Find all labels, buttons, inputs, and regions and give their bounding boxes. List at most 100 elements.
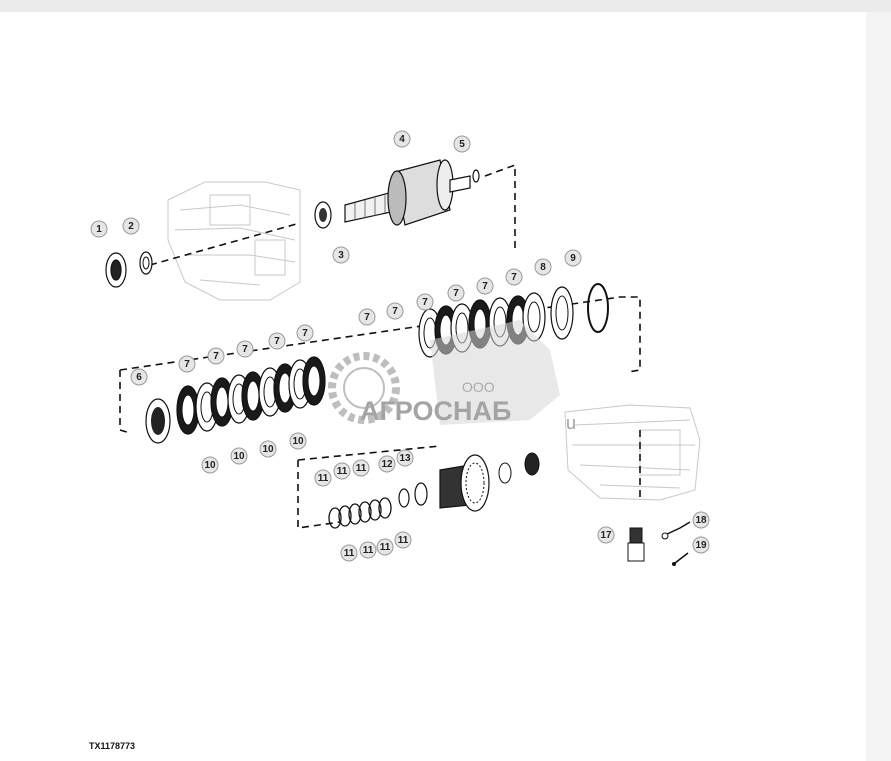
harness-clip-part [661, 521, 691, 540]
callout-11: 11 [394, 531, 412, 549]
callout-10: 10 [201, 456, 219, 474]
clutch-disk-bore [215, 386, 229, 418]
svg-text:13: 13 [399, 453, 411, 464]
spring-coil [358, 501, 372, 523]
spring-coil [328, 507, 342, 529]
svg-text:3: 3 [338, 250, 344, 261]
callout-17: 17 [597, 526, 615, 544]
svg-text:11: 11 [398, 535, 409, 546]
clutch-disk-bore [246, 380, 260, 412]
callout-7: 7 [268, 332, 286, 350]
scroll-gutter [866, 12, 891, 761]
backing-plate-part [550, 286, 574, 340]
svg-text:7: 7 [511, 272, 517, 283]
ring-13-part [414, 482, 428, 506]
callout-19: 19 [692, 536, 710, 554]
svg-text:10: 10 [233, 451, 245, 462]
svg-text:10: 10 [204, 460, 216, 471]
retaining-ring-part [587, 283, 609, 333]
svg-text:7: 7 [184, 359, 190, 370]
bearing-part [314, 201, 332, 229]
callout-11: 11 [340, 544, 358, 562]
svg-text:2: 2 [128, 221, 134, 232]
transmission-housing-upper [167, 181, 301, 301]
callout-2: 2 [122, 217, 140, 235]
svg-text:11: 11 [344, 548, 355, 559]
callout-7: 7 [207, 347, 225, 365]
pin-part [672, 552, 689, 566]
watermark-company: ООО [462, 379, 495, 395]
snap-ring-part [139, 251, 153, 275]
callout-7: 7 [358, 308, 376, 326]
svg-text:7: 7 [364, 312, 370, 323]
callout-13: 13 [396, 449, 414, 467]
watermark-brand: АГРОСНАБ [360, 396, 511, 426]
svg-text:8: 8 [540, 262, 546, 273]
callout-11: 11 [359, 541, 377, 559]
callout-9: 9 [564, 249, 582, 267]
callout-7: 7 [386, 302, 404, 320]
callout-10: 10 [230, 447, 248, 465]
svg-text:4: 4 [399, 134, 405, 145]
svg-text:9: 9 [570, 253, 576, 264]
callout-7: 7 [476, 277, 494, 295]
svg-text:7: 7 [422, 297, 428, 308]
transmission-housing-lower [564, 404, 701, 501]
callout-7: 7 [447, 284, 465, 302]
watermark-suffix: u [566, 413, 576, 433]
callout-7: 7 [296, 324, 314, 342]
assembly-line-top [149, 163, 516, 266]
svg-text:17: 17 [600, 530, 612, 541]
svg-text:6: 6 [136, 372, 142, 383]
callout-11: 11 [352, 459, 370, 477]
ring-12-part [398, 488, 410, 508]
svg-text:7: 7 [274, 336, 280, 347]
spring-coil [338, 505, 352, 527]
callout-18: 18 [692, 511, 710, 529]
svg-text:10: 10 [262, 444, 274, 455]
svg-text:18: 18 [695, 515, 707, 526]
spring-coil [368, 499, 382, 521]
callout-8: 8 [534, 258, 552, 276]
assembly-frame-lower [297, 430, 641, 529]
spring-stack [328, 497, 392, 529]
callout-7: 7 [178, 355, 196, 373]
clutch-disk-bore [527, 301, 541, 333]
svg-text:5: 5 [459, 139, 465, 150]
svg-text:12: 12 [381, 459, 393, 470]
callout-6: 6 [130, 368, 148, 386]
svg-text:11: 11 [363, 545, 374, 556]
svg-text:11: 11 [380, 542, 391, 553]
piston-part [145, 398, 171, 444]
callout-11: 11 [314, 469, 332, 487]
callout-10: 10 [259, 440, 277, 458]
callout-1: 1 [90, 220, 108, 238]
clip-part [472, 169, 480, 183]
clutch-disk-bore [181, 394, 195, 426]
svg-text:19: 19 [695, 540, 707, 551]
callout-7: 7 [416, 293, 434, 311]
svg-text:7: 7 [213, 351, 219, 362]
callout-7: 7 [236, 340, 254, 358]
spring-coil [348, 503, 362, 525]
drive-gear-part [439, 452, 540, 512]
svg-text:10: 10 [292, 436, 304, 447]
callout-5: 5 [453, 135, 471, 153]
callout-11: 11 [333, 462, 351, 480]
spring-coil [378, 497, 392, 519]
watermark-logo: ООО АГРОСНАБ u [328, 320, 576, 433]
drawing-sheet [0, 12, 866, 761]
svg-text:11: 11 [337, 466, 348, 477]
clutch-shaft-part [344, 159, 471, 226]
callout-10: 10 [289, 432, 307, 450]
callout-12: 12 [378, 455, 396, 473]
figure-id: TX1178773 [89, 741, 136, 751]
solenoid-valve-part [627, 527, 645, 562]
svg-text:7: 7 [453, 288, 459, 299]
svg-text:7: 7 [242, 344, 248, 355]
callout-7: 7 [505, 268, 523, 286]
svg-text:7: 7 [392, 306, 398, 317]
svg-text:7: 7 [302, 328, 308, 339]
